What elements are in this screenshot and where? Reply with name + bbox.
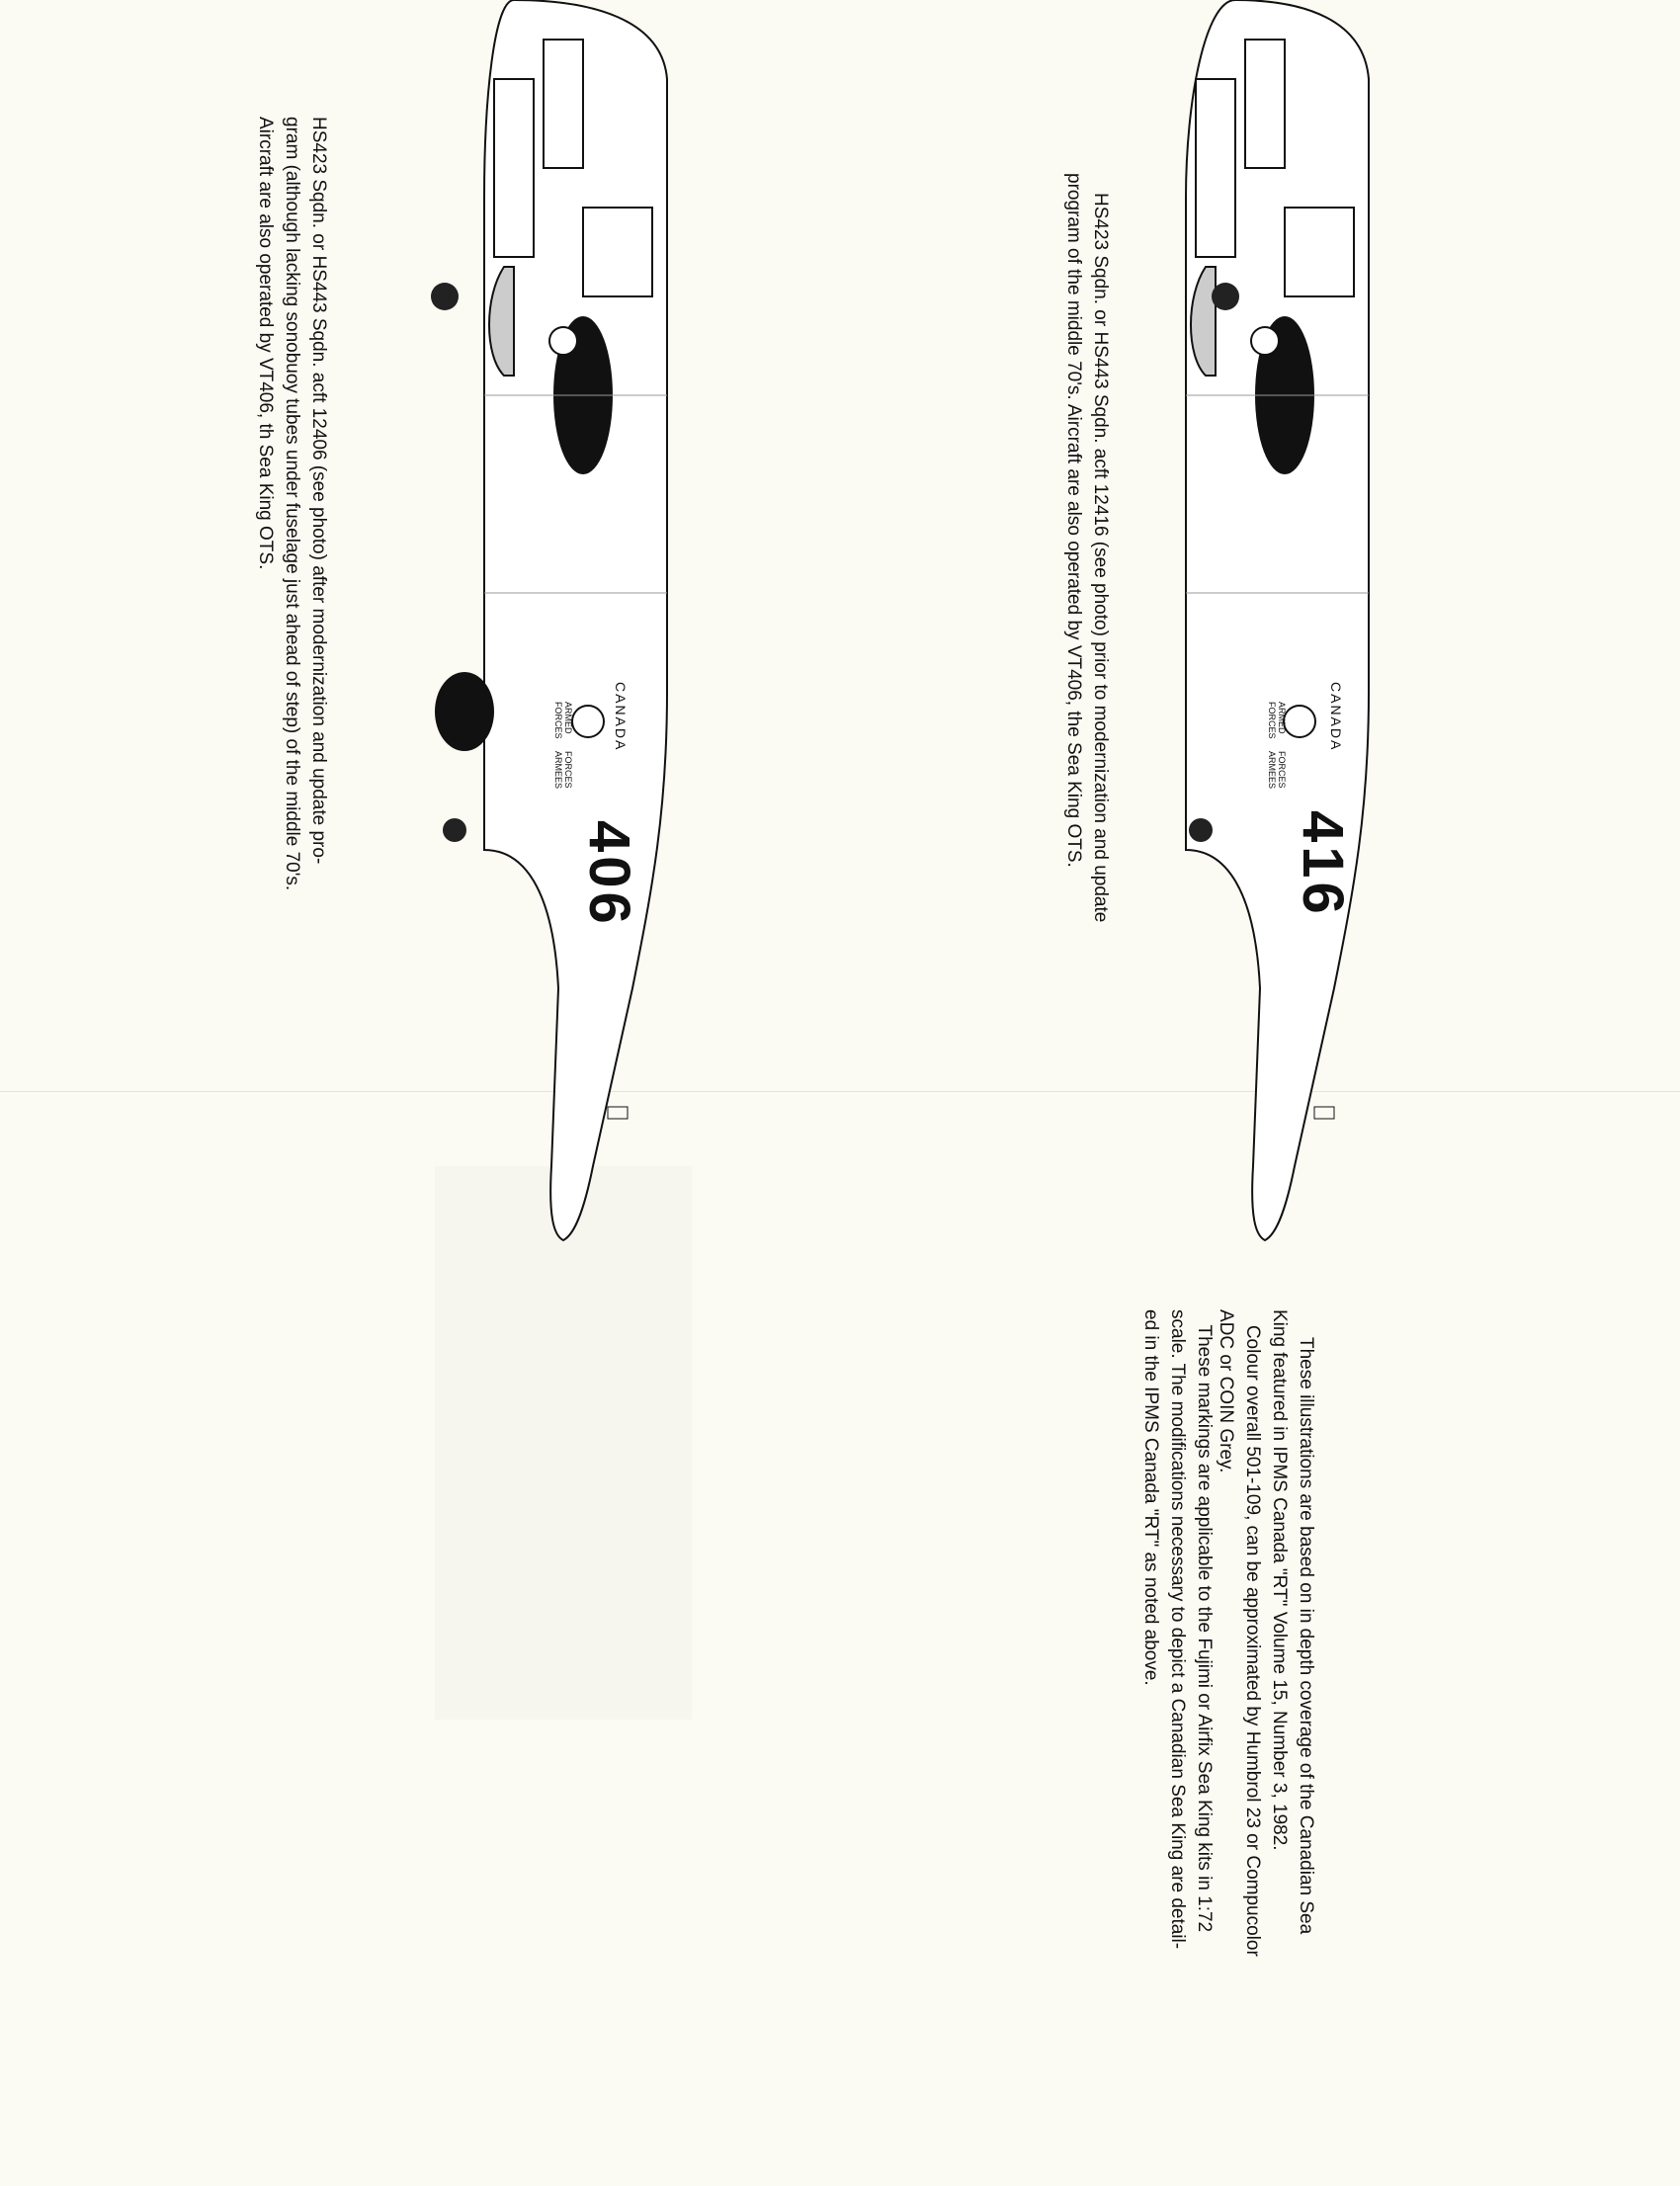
caption-line: Aircraft are also operated by VT406, th … <box>255 117 276 570</box>
serial-number-406: 406 <box>577 820 641 928</box>
main-wheel <box>1212 283 1239 310</box>
tail-wheel <box>443 818 466 842</box>
caption-aircraft-416: HS423 Sqdn. or HS443 Sqdn. acft 12416 (s… <box>1060 173 1114 923</box>
bleed-through-photo-lower <box>435 1166 692 1720</box>
forces-armees-marking-1: FORCES ARMEES <box>1267 751 1287 790</box>
note-line: Colour overall 501-109, can be approxima… <box>1242 1309 1263 1957</box>
note-line: scale. The modifications necessary to de… <box>1167 1309 1188 1950</box>
roundel <box>1283 705 1316 738</box>
caption-line: gram (although lacking sonobuoy tubes un… <box>282 117 302 891</box>
caption-line: HS423 Sqdn. or HS443 Sqdn. acft 12406 (s… <box>308 117 329 865</box>
forces-armees-marking-2: FORCES ARMEES <box>553 751 573 790</box>
sea-king-illustration-406 <box>431 0 668 1242</box>
canada-marking-2: CANADA <box>613 682 629 752</box>
caption-line: program of the middle 70's. Aircraft are… <box>1063 173 1084 868</box>
flag <box>1313 1106 1335 1120</box>
notes-paragraph-1: These illustrations are based on in dept… <box>1213 1309 1319 1957</box>
note-line: ed in the IPMS Canada "RT" as noted abov… <box>1140 1309 1161 1686</box>
radome <box>435 672 494 751</box>
tail-wheel <box>1189 818 1213 842</box>
notes-paragraph-2: These markings are applicable to the Fuj… <box>1137 1309 1218 1949</box>
note-line: King featured in IPMS Canada "RT" Volume… <box>1269 1309 1290 1851</box>
caption-line: HS423 Sqdn. or HS443 Sqdn. acft 12416 (s… <box>1090 193 1111 923</box>
note-line: These illustrations are based on in dept… <box>1296 1337 1316 1935</box>
canada-marking-1: CANADA <box>1328 682 1344 752</box>
sea-king-illustration-416 <box>1185 0 1370 1242</box>
main-wheel <box>431 283 459 310</box>
serial-number-416: 416 <box>1291 810 1355 918</box>
note-line: These markings are applicable to the Fuj… <box>1194 1309 1215 1933</box>
caption-aircraft-406: HS423 Sqdn. or HS443 Sqdn. acft 12406 (s… <box>252 117 332 890</box>
page-fold <box>0 1091 1680 1092</box>
